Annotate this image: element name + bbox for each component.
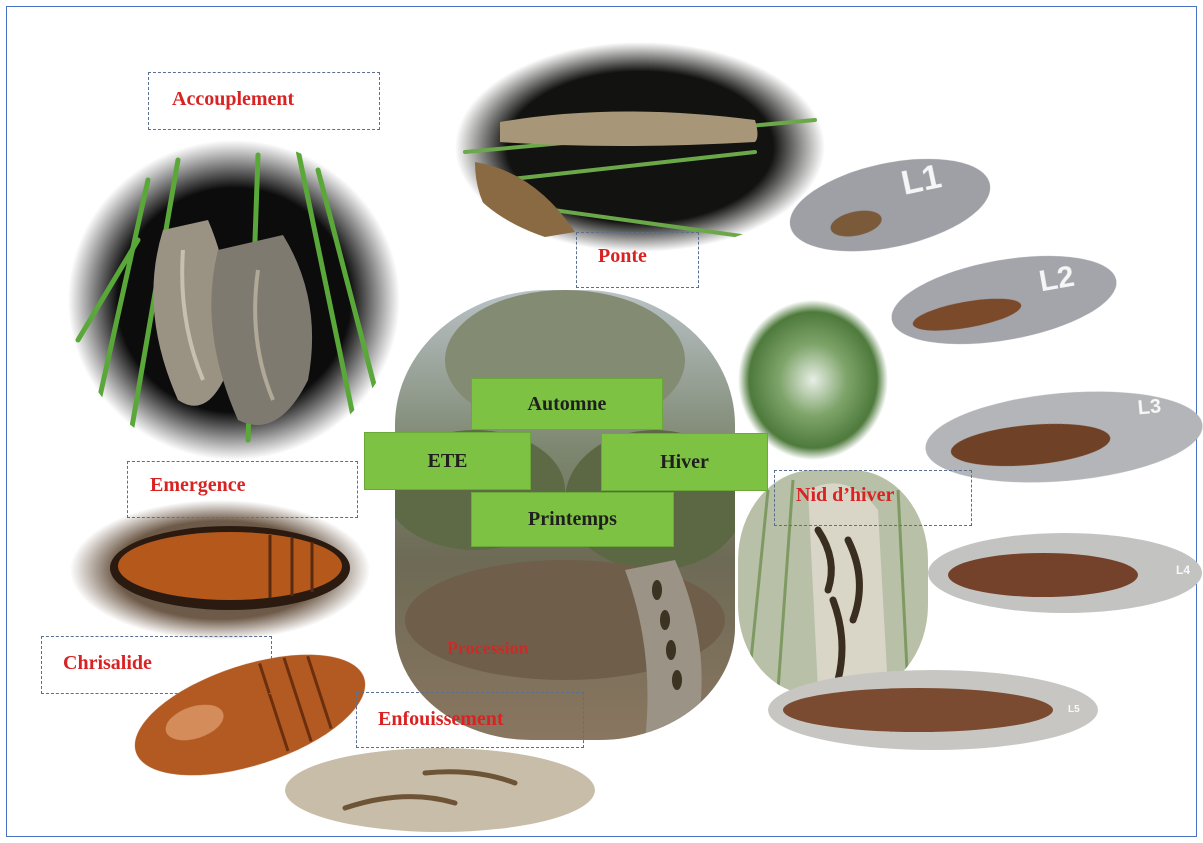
season-ete: ETE	[364, 432, 531, 490]
chrisalide-label: Chrisalide	[63, 652, 152, 675]
enfouissement-photo	[285, 748, 595, 833]
season-automne-label: Automne	[528, 393, 607, 416]
accouplement-photo	[68, 140, 400, 460]
ponte-label: Ponte	[598, 245, 647, 268]
emergence-label: Emergence	[150, 474, 246, 497]
season-ete-label: ETE	[427, 450, 467, 473]
accouplement-label: Accouplement	[172, 88, 294, 111]
enfouissement-label: Enfouissement	[378, 708, 504, 731]
larva-l2-tag: L2	[1037, 260, 1077, 300]
ponte-photo	[455, 42, 825, 252]
larva-l3-tag: L3	[1137, 395, 1162, 420]
larva-l1-tag: L1	[898, 157, 945, 203]
larva-l4-tag: L4	[1176, 563, 1190, 577]
larva-l5-tag: L5	[1068, 704, 1080, 715]
nid-hiver-label: Nid d’hiver	[796, 484, 894, 507]
season-automne: Automne	[471, 378, 663, 430]
season-printemps: Printemps	[471, 492, 674, 547]
emergence-photo	[70, 500, 370, 640]
season-hiver-label: Hiver	[660, 451, 709, 474]
season-printemps-label: Printemps	[528, 508, 617, 531]
larva-l5-photo: L5	[768, 662, 1098, 757]
procession-label: Procession	[447, 638, 529, 659]
larva-l4-photo: L4	[928, 525, 1203, 620]
season-hiver: Hiver	[601, 433, 768, 491]
